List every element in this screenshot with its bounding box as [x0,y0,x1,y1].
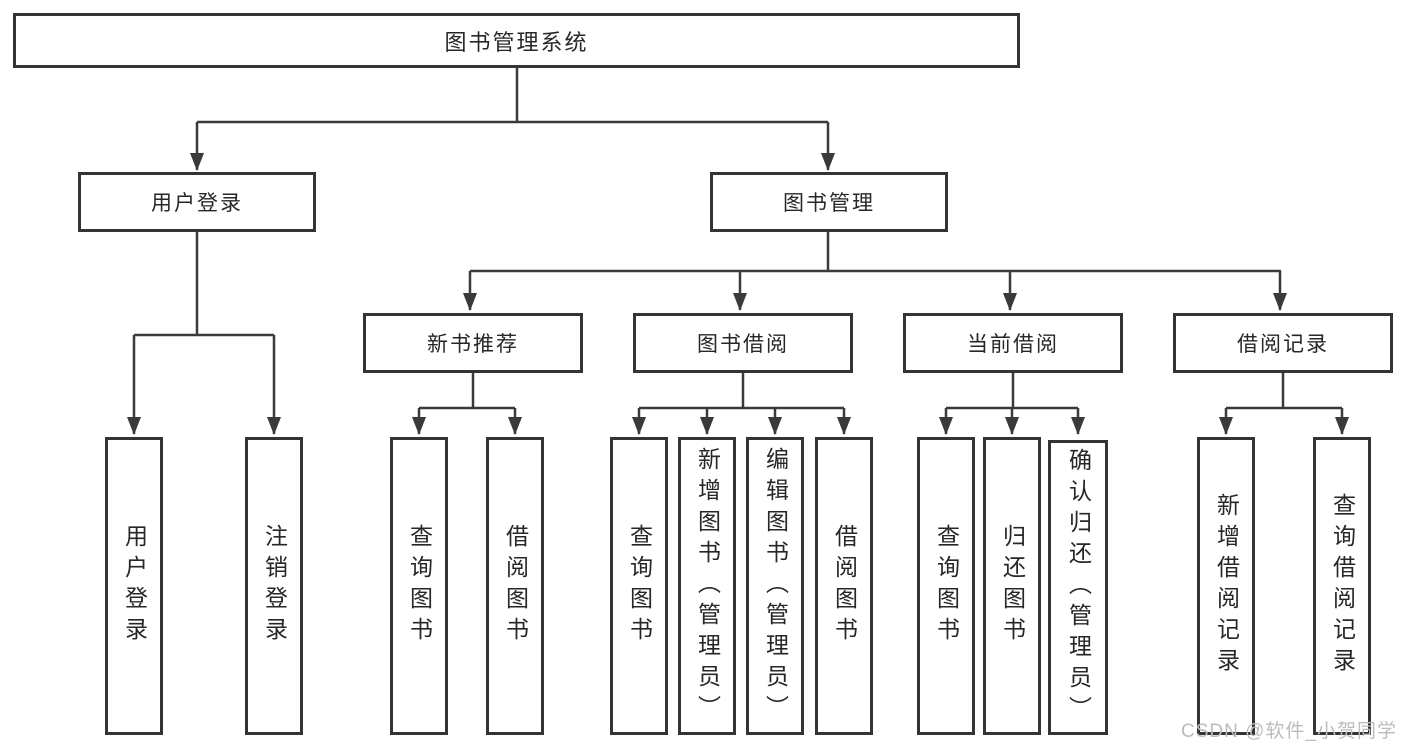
leaf-edit-book-admin-label: 编辑图书（管理员） [762,446,789,726]
node-book-borrow-label: 图书借阅 [697,333,789,356]
leaf-edit-book-admin: 编辑图书（管理员） [746,437,804,735]
leaf-add-book-admin: 新增图书（管理员） [678,437,736,735]
leaf-query-book: 查询图书 [390,437,448,735]
node-current-borrow: 当前借阅 [903,313,1123,373]
leaf-borrow-book-label: 借阅图书 [831,524,858,648]
leaf-borrow-book-label: 借阅图书 [502,524,529,648]
leaf-confirm-return-admin: 确认归还（管理员） [1048,440,1108,735]
leaf-add-borrow-record-label: 新增借阅记录 [1213,493,1240,679]
leaf-query-book: 查询图书 [917,437,975,735]
node-current-borrow-label: 当前借阅 [967,333,1059,356]
leaf-borrow-book: 借阅图书 [815,437,873,735]
leaf-query-borrow-record-label: 查询借阅记录 [1329,493,1356,679]
node-borrow-records: 借阅记录 [1173,313,1393,373]
node-root-system: 图书管理系统 [13,13,1020,68]
leaf-logout: 注销登录 [245,437,303,735]
node-new-book-recommend: 新书推荐 [363,313,583,373]
leaf-query-book-label: 查询图书 [406,524,433,648]
leaf-user-login-label: 用户登录 [121,524,148,648]
node-book-management: 图书管理 [710,172,948,232]
leaf-user-login: 用户登录 [105,437,163,735]
leaf-confirm-return-admin-label: 确认归还（管理员） [1065,448,1092,727]
node-book-borrow: 图书借阅 [633,313,853,373]
leaf-query-book-label: 查询图书 [933,524,960,648]
leaf-query-book: 查询图书 [610,437,668,735]
watermark: CSDN @软件_小贺同学 [1181,721,1397,742]
node-borrow-records-label: 借阅记录 [1237,333,1329,356]
leaf-return-book-label: 归还图书 [999,524,1026,648]
node-user-login-label: 用户登录 [151,192,243,215]
leaf-query-book-label: 查询图书 [626,524,653,648]
leaf-borrow-book: 借阅图书 [486,437,544,735]
leaf-add-book-admin-label: 新增图书（管理员） [694,446,721,726]
node-user-login: 用户登录 [78,172,316,232]
node-book-management-label: 图书管理 [783,192,875,215]
leaf-logout-label: 注销登录 [261,524,288,648]
leaf-query-borrow-record: 查询借阅记录 [1313,437,1371,735]
leaf-add-borrow-record: 新增借阅记录 [1197,437,1255,735]
node-root-label: 图书管理系统 [444,29,589,55]
leaf-return-book: 归还图书 [983,437,1041,735]
node-new-book-recommend-label: 新书推荐 [427,333,519,356]
